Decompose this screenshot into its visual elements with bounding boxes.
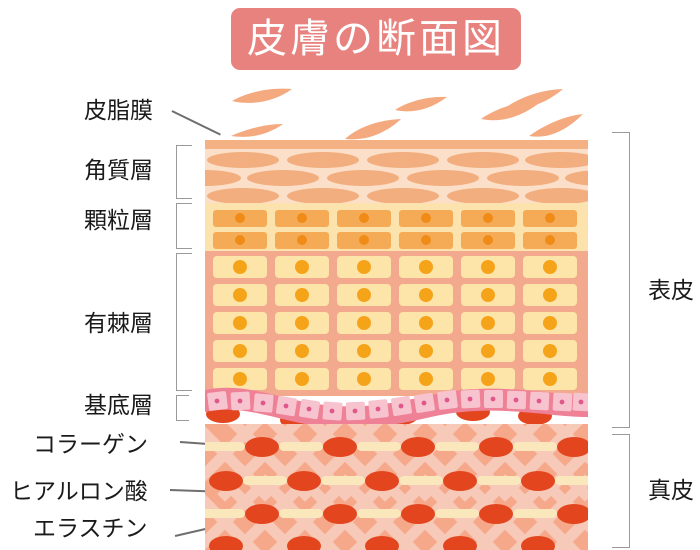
layer-granular: [205, 203, 588, 251]
bracket-basal: [176, 395, 189, 421]
layer-dermis: [205, 424, 588, 550]
label-dermis: 真皮: [648, 478, 694, 504]
bracket-granular: [176, 203, 192, 249]
layer-stratum-corneum: [205, 149, 588, 203]
sebum-flakes-group: [231, 88, 583, 140]
label-hyaluronic: ヒアルロン酸: [10, 479, 148, 505]
label-spinous: 有棘層: [84, 311, 153, 337]
bracket-epidermis: [612, 132, 630, 428]
label-basal: 基底層: [84, 393, 153, 419]
bracket-dermis: [612, 434, 630, 548]
layer-sebum-film: [205, 140, 588, 149]
skin-layer-stack: [205, 84, 588, 550]
label-sebum: 皮脂膜: [84, 98, 153, 124]
bracket-corneum: [176, 145, 192, 199]
bracket-spinous: [176, 253, 192, 391]
layer-spinous: [205, 251, 588, 396]
page-title: 皮膚の断面図: [247, 16, 505, 62]
label-elastin: エラスチン: [33, 516, 148, 542]
label-epidermis: 表皮: [648, 278, 694, 304]
layer-basal: [205, 384, 588, 424]
label-collagen: コラーゲン: [33, 432, 148, 458]
label-corneum: 角質層: [84, 158, 153, 184]
label-granular: 顆粒層: [84, 208, 153, 234]
basal-wave-group: [205, 387, 588, 424]
page-title-banner: 皮膚の断面図: [231, 8, 521, 70]
